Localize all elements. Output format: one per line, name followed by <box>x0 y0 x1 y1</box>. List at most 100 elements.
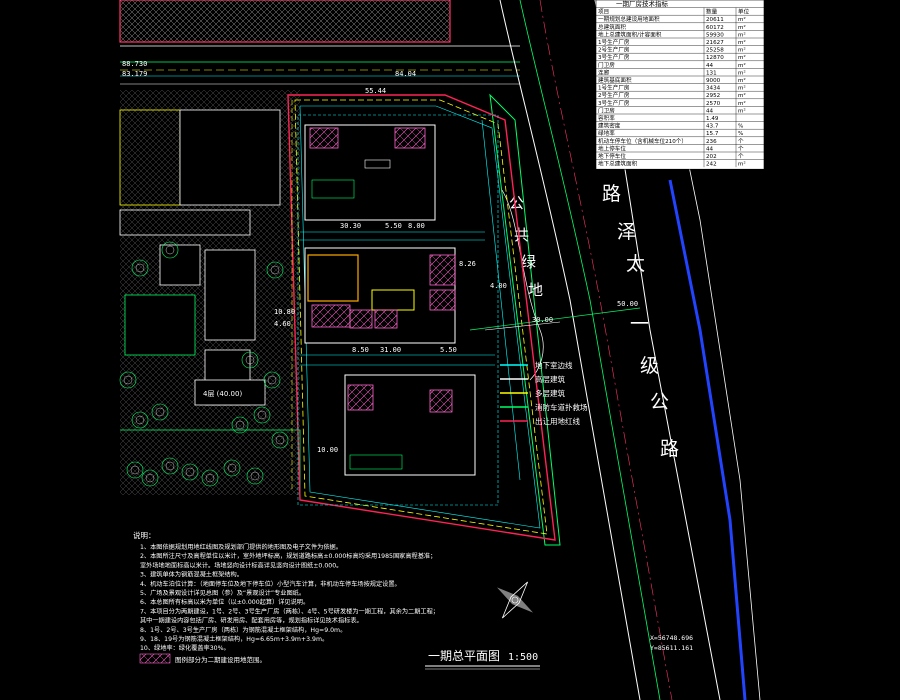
table-cell: 门卫房 <box>598 106 615 114</box>
dim-row-d: 10.00 <box>317 446 338 454</box>
note-line: 5、广场及景观设计详见总图（参）及“景观设计”专业图纸。 <box>140 589 305 597</box>
dim-row-a: 8.50 <box>352 346 369 354</box>
tree-symbol <box>161 241 179 259</box>
table-cell: 1号生产厂房 <box>598 38 630 46</box>
tree-symbol-core <box>135 415 145 425</box>
table-cell: 242 <box>706 162 717 168</box>
building-plant-2 <box>304 247 456 344</box>
dim-road-w1: 50.00 <box>617 300 638 308</box>
dim-bldg-code: 4.00 <box>490 282 507 290</box>
road-name-char: 级 <box>640 355 659 377</box>
building-plant-1 <box>304 124 436 221</box>
table-cell: 1号生产厂房 <box>598 84 630 92</box>
note-line: 6、本总图所有标高以米为单位（以±0.000起算）详见说明。 <box>140 598 309 606</box>
note-line: 10、绿地率：绿化覆盖率30%。 <box>140 644 230 652</box>
legend-item: 多层建筑 <box>535 388 565 398</box>
tree-symbol <box>253 406 271 424</box>
north-arrow <box>496 581 534 619</box>
table-cell: m² <box>738 62 746 69</box>
coord-x: X=56748.696 <box>650 634 693 642</box>
note-line: 4、机动车泊位计算：（地面停车位及地下停车位）小型汽车计算，非机动车停车场按规定… <box>140 580 401 588</box>
dim-mid-d: 8.26 <box>459 260 476 268</box>
legend-item: 消防车道扑救场 <box>535 402 588 412</box>
table-cell: m² <box>738 39 746 46</box>
table-cell: 1.49 <box>706 116 719 122</box>
table-cell: 43.7 <box>706 124 719 130</box>
dim-mid-c: 8.00 <box>408 222 425 230</box>
note-line: 8、1号、2号、3号生产厂房（两栋）为钢筋混凝土框架结构，Hg=9.0m。 <box>140 626 346 634</box>
table-cell: 12870 <box>706 55 724 61</box>
tree-symbol-core <box>257 410 267 420</box>
tree-symbol-core <box>130 465 140 475</box>
table-header-cell: 单位 <box>738 8 750 16</box>
legend-note: 图例部分为二期建设用地范围。 <box>175 655 266 664</box>
tree-symbol-core <box>165 461 175 471</box>
table-cell: 44 <box>706 108 714 114</box>
tree-symbol <box>223 459 241 477</box>
tree-symbol <box>271 431 289 449</box>
tree-symbol <box>181 463 199 481</box>
table-cell: 2号生产厂房 <box>598 91 630 99</box>
drawing-scale: 1:500 <box>508 652 538 663</box>
fire-lanes <box>291 100 641 506</box>
tree-symbol <box>263 371 281 389</box>
tree-symbol-core <box>250 471 260 481</box>
table-cell: 地上总建筑面积/计容面积 <box>598 30 662 38</box>
green-belt-char: 绿 <box>521 253 536 271</box>
landscape-trees <box>119 241 289 487</box>
road-name-char: 太 <box>626 253 645 275</box>
dim-road-w2: 30.00 <box>532 316 553 324</box>
tree-symbol <box>231 416 249 434</box>
dim-small-b: 4.60 <box>274 320 291 328</box>
coord-y: Y=85611.161 <box>650 644 693 652</box>
table-cell: 3号生产厂房 <box>598 53 630 61</box>
tree-symbol <box>161 457 179 475</box>
public-green-belt <box>489 93 561 546</box>
table-header-cell: 项目 <box>598 9 609 16</box>
table-cell: m² <box>738 85 746 92</box>
table-cell: 绿地率 <box>598 129 615 137</box>
dim-row-b: 31.00 <box>380 346 401 354</box>
note-line: 2、本图所注尺寸及高程单位以米计，室外地坪标高，规划道路标高±0.000标高均采… <box>140 552 436 560</box>
table-cell: 59930 <box>706 32 724 38</box>
dim-top-b: 83.179 <box>122 70 147 78</box>
table-cell: 连廊 <box>598 68 610 76</box>
legend-item: 出让用地红线 <box>535 416 580 426</box>
dim-top-d: 55.44 <box>365 87 386 95</box>
table-cell: m² <box>738 47 746 54</box>
dim-small-a: 10.80 <box>274 308 295 316</box>
table-cell: 2号生产厂房 <box>598 46 630 54</box>
table-cell: 25258 <box>706 48 724 54</box>
design-notes: 说明： 1、本图依据规划用地红线图及规划部门提供的地形图及电子文件为依据。2、本… <box>133 530 439 664</box>
table-cell: 地下总建筑面积 <box>598 160 638 168</box>
tree-symbol-core <box>185 467 195 477</box>
tree-symbol-core <box>165 245 175 255</box>
green-belt-char: 地 <box>528 281 543 299</box>
table-cell: 44 <box>706 63 714 69</box>
table-cell: 131 <box>706 70 717 76</box>
table-cell: 门卫房 <box>598 61 615 69</box>
tree-symbol-core <box>155 407 165 417</box>
road-name-char: 路 <box>602 183 621 205</box>
table-cell: % <box>738 131 743 137</box>
table-cell: 一期规划总建设用地面积 <box>598 15 660 23</box>
table-cell: 60172 <box>706 25 724 31</box>
dim-mid-b: 5.50 <box>385 222 402 230</box>
note-line: 3、建筑单体为钢筋混凝土框架结构。 <box>140 571 243 579</box>
drawing-title-block: 一期总平面图 1:500 <box>425 649 540 670</box>
tree-symbol-core <box>275 435 285 445</box>
table-cell: m² <box>738 16 746 23</box>
note-line: 室外场地地面标高以米计。场地竖向设计标高详见竖向设计图纸±0.000。 <box>140 561 342 569</box>
tree-symbol-core <box>245 355 255 365</box>
tree-symbol-core <box>235 420 245 430</box>
note-line: 7、本项目分为两期建设，1号、2号、3号生产厂房（两栋）、4号、5号研发楼为一期… <box>140 607 439 615</box>
legend-item: 地下室边线 <box>535 360 573 370</box>
road-name-char: 泽 <box>617 221 636 243</box>
dim-row-c: 5.50 <box>440 346 457 354</box>
legend-item: 高层建筑 <box>535 374 565 384</box>
table-cell: 建筑密度 <box>598 122 621 130</box>
table-cell: 机动车停车位（含机械车位210个） <box>598 137 687 145</box>
